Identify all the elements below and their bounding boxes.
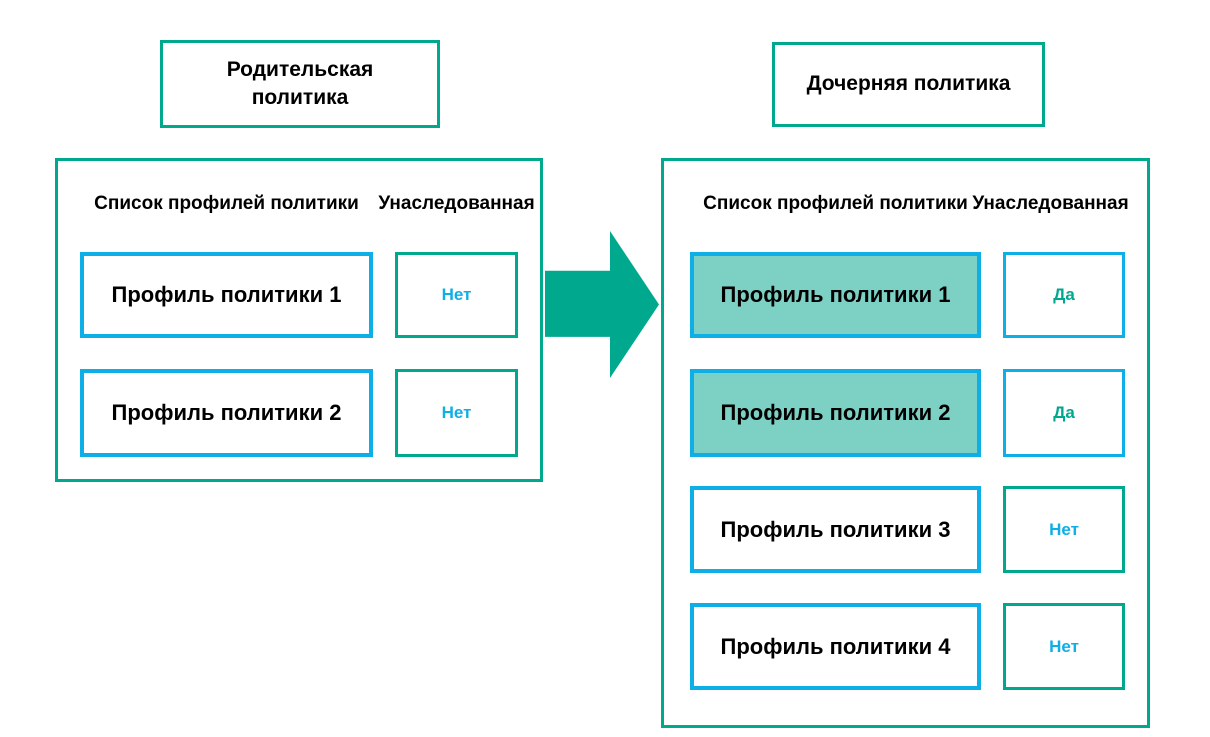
policy-profile-box: Профиль политики 4 [690,603,981,690]
policy-profile-box: Профиль политики 1 [690,252,981,338]
child-profiles-column-header: Список профилей политики [703,193,968,214]
inherited-flag-box: Нет [395,369,518,457]
child-policy-title-box: Дочерняя политика [772,42,1045,127]
child-inherited-column-header: Унаследованная [972,193,1129,214]
parent-policy-title: Родительская политика [226,57,374,109]
parent-inherited-column-header: Унаследованная [378,193,535,214]
parent-profiles-column-header: Список профилей политики [94,193,359,214]
parent-policy-title-box: Родительская политика [160,40,440,128]
policy-profile-box: Профиль политики 3 [690,486,981,573]
inherited-flag-box: Нет [1003,486,1125,573]
inherited-flag-box: Нет [395,252,518,338]
policy-profile-box: Профиль политики 1 [80,252,373,338]
policy-profile-box: Профиль политики 2 [690,369,981,457]
inheritance-arrow-icon [545,231,659,378]
inherited-flag-box: Нет [1003,603,1125,690]
policy-profile-box: Профиль политики 2 [80,369,373,457]
inherited-flag-box: Да [1003,252,1125,338]
inherited-flag-box: Да [1003,369,1125,457]
child-policy-title: Дочерняя политика [806,72,1011,96]
